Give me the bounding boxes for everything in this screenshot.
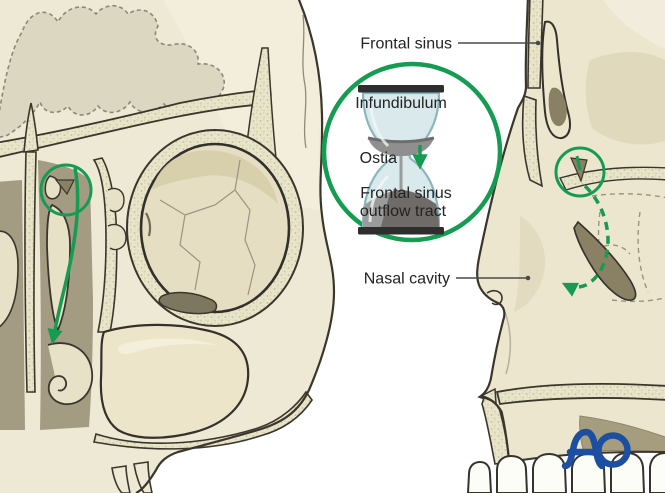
nasal-cavity-label: Nasal cavity xyxy=(364,271,450,288)
tooth xyxy=(496,454,529,493)
coronal-skull-outline xyxy=(135,0,336,493)
hourglass-icon xyxy=(358,85,444,235)
maxillary-sinus xyxy=(99,323,250,439)
orbit-shading xyxy=(152,150,278,204)
crista-galli xyxy=(23,102,39,153)
cheek-shading xyxy=(514,215,545,312)
inset-label-ostia: Ostia xyxy=(360,150,397,167)
hourglass-glass-highlight xyxy=(368,97,390,223)
highlight-circle-icon xyxy=(39,163,93,217)
hard-palate xyxy=(495,383,665,405)
nasal-cavity-leader-dot xyxy=(525,275,531,281)
hourglass-sand-top-edge xyxy=(367,136,435,144)
cranium-highlight xyxy=(603,0,665,49)
tooth xyxy=(466,460,493,493)
orbit xyxy=(139,142,291,314)
inset-label-outflow-line1: Frontal sinus xyxy=(360,185,452,202)
inset-label-outflow-line2: outflow tract xyxy=(360,203,447,220)
sagittal-profile-outline xyxy=(476,0,529,463)
outflow-tract-inset: Infundibulum Ostia Frontal sinus outflow… xyxy=(321,61,503,243)
nasal-bone xyxy=(521,94,544,188)
hourglass-cap-top xyxy=(358,85,444,93)
recess-flow-tick xyxy=(575,155,582,171)
left-turbinate-cut xyxy=(0,230,19,328)
frontal-sinus-label: Frontal sinus xyxy=(360,36,452,53)
orbit-medial-sliver xyxy=(145,212,152,237)
ao-logo xyxy=(561,428,631,470)
nasolabial-line xyxy=(504,311,512,375)
hourglass-sand-stream xyxy=(399,156,403,198)
ethmoid-cells xyxy=(107,187,127,251)
turbinate-band xyxy=(573,220,637,301)
nasal-septum xyxy=(24,151,37,393)
ao-logo-letter-o xyxy=(595,432,631,468)
tooth-root-right xyxy=(133,461,153,493)
frontal-sinus-leader-dot xyxy=(535,40,541,46)
coronal-skull-view xyxy=(0,0,336,493)
inferior-turbinate xyxy=(47,342,93,405)
frontal-sinus-outline-dashed xyxy=(0,4,225,138)
hourglass-cap-bottom xyxy=(358,227,444,235)
maxillary-sinus-highlight xyxy=(118,338,220,355)
flow-arrow-icon xyxy=(47,167,80,345)
callout-labels: Frontal sinus Nasal cavity xyxy=(360,36,541,288)
orbit-fracture-lines xyxy=(159,159,256,296)
inferior-orbital-fissure xyxy=(158,291,218,315)
sagittal-skull-view xyxy=(466,0,665,493)
maxilla-lower-bone xyxy=(93,390,313,450)
frontal-bone-outer-table xyxy=(527,0,544,89)
frontal-recess-detail xyxy=(54,179,75,196)
tooth xyxy=(532,452,568,493)
tooth-root-left xyxy=(111,465,131,493)
upper-teeth xyxy=(466,451,665,493)
dashed-flow-arrow-icon xyxy=(561,184,610,297)
inset-label-infundibulum: Infundibulum xyxy=(355,95,447,112)
nostril-curl xyxy=(486,290,503,306)
highlight-circle-icon xyxy=(554,146,606,198)
frontal-sinus-deep xyxy=(548,87,567,127)
tooth xyxy=(649,452,665,493)
coronal-suture-line xyxy=(302,14,307,149)
cribriform-plate xyxy=(558,166,665,191)
cranium-shading xyxy=(585,52,665,145)
